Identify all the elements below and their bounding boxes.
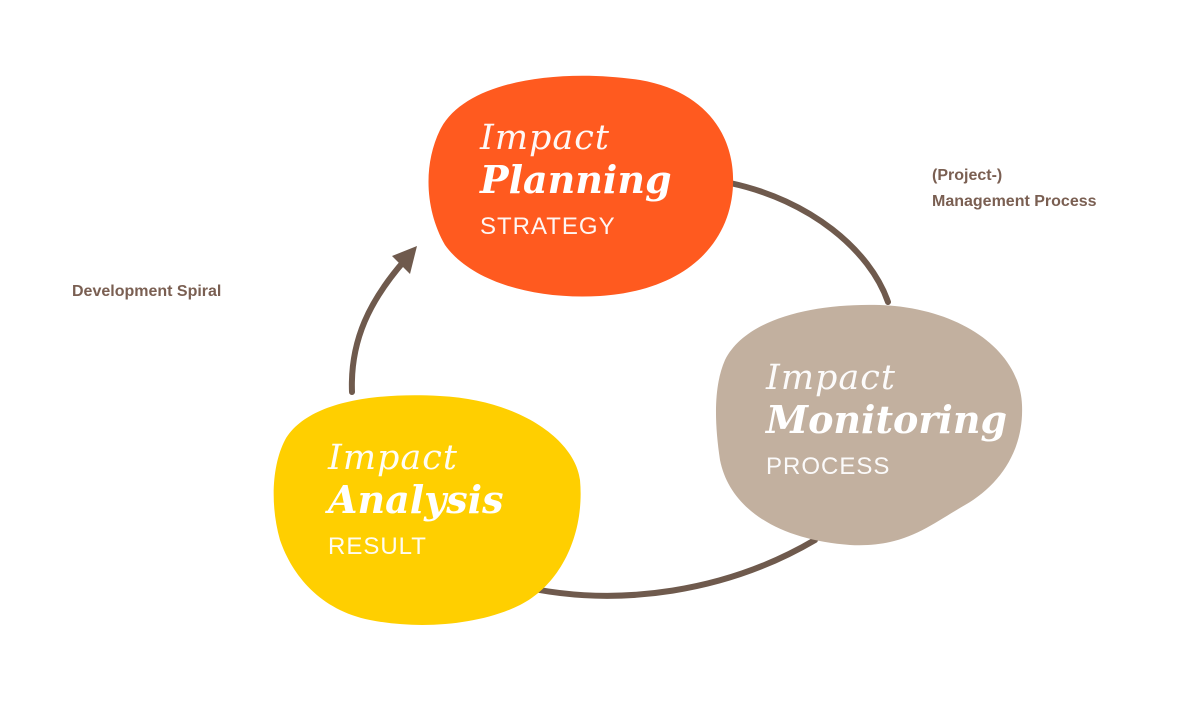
- analysis-title-line1: Impact: [328, 438, 458, 478]
- planning-blob: [428, 75, 734, 297]
- development-spiral-label: Development Spiral: [72, 283, 222, 300]
- analysis-subtitle: RESULT: [328, 533, 427, 560]
- monitoring-blob: [715, 304, 1023, 546]
- analysis-blob: [273, 395, 581, 625]
- analysis-text-group: Impact Analysis RESULT: [328, 438, 503, 562]
- analysis-title-line2: Analysis: [328, 477, 504, 522]
- monitoring-text-group: Impact Monitoring PROCESS: [766, 358, 1007, 482]
- monitoring-title-line2: Monitoring: [766, 397, 1008, 442]
- planning-text-group: Impact Planning STRATEGY: [480, 118, 672, 242]
- planning-title-line1: Impact: [480, 118, 610, 158]
- monitoring-title-line1: Impact: [766, 358, 896, 398]
- management-label-line2: Management Process: [932, 193, 1097, 210]
- monitoring-subtitle: PROCESS: [766, 453, 891, 480]
- planning-subtitle: STRATEGY: [480, 213, 616, 240]
- arc-planning-to-monitoring: [727, 180, 891, 305]
- planning-title-line2: Planning: [480, 157, 672, 202]
- arrowhead: [392, 246, 417, 274]
- arc-development-spiral: [348, 257, 408, 395]
- arc-monitoring-to-analysis: [512, 537, 818, 599]
- management-process-label: (Project-) Management Process: [932, 165, 1097, 213]
- management-label-line1: (Project-): [932, 167, 1003, 184]
